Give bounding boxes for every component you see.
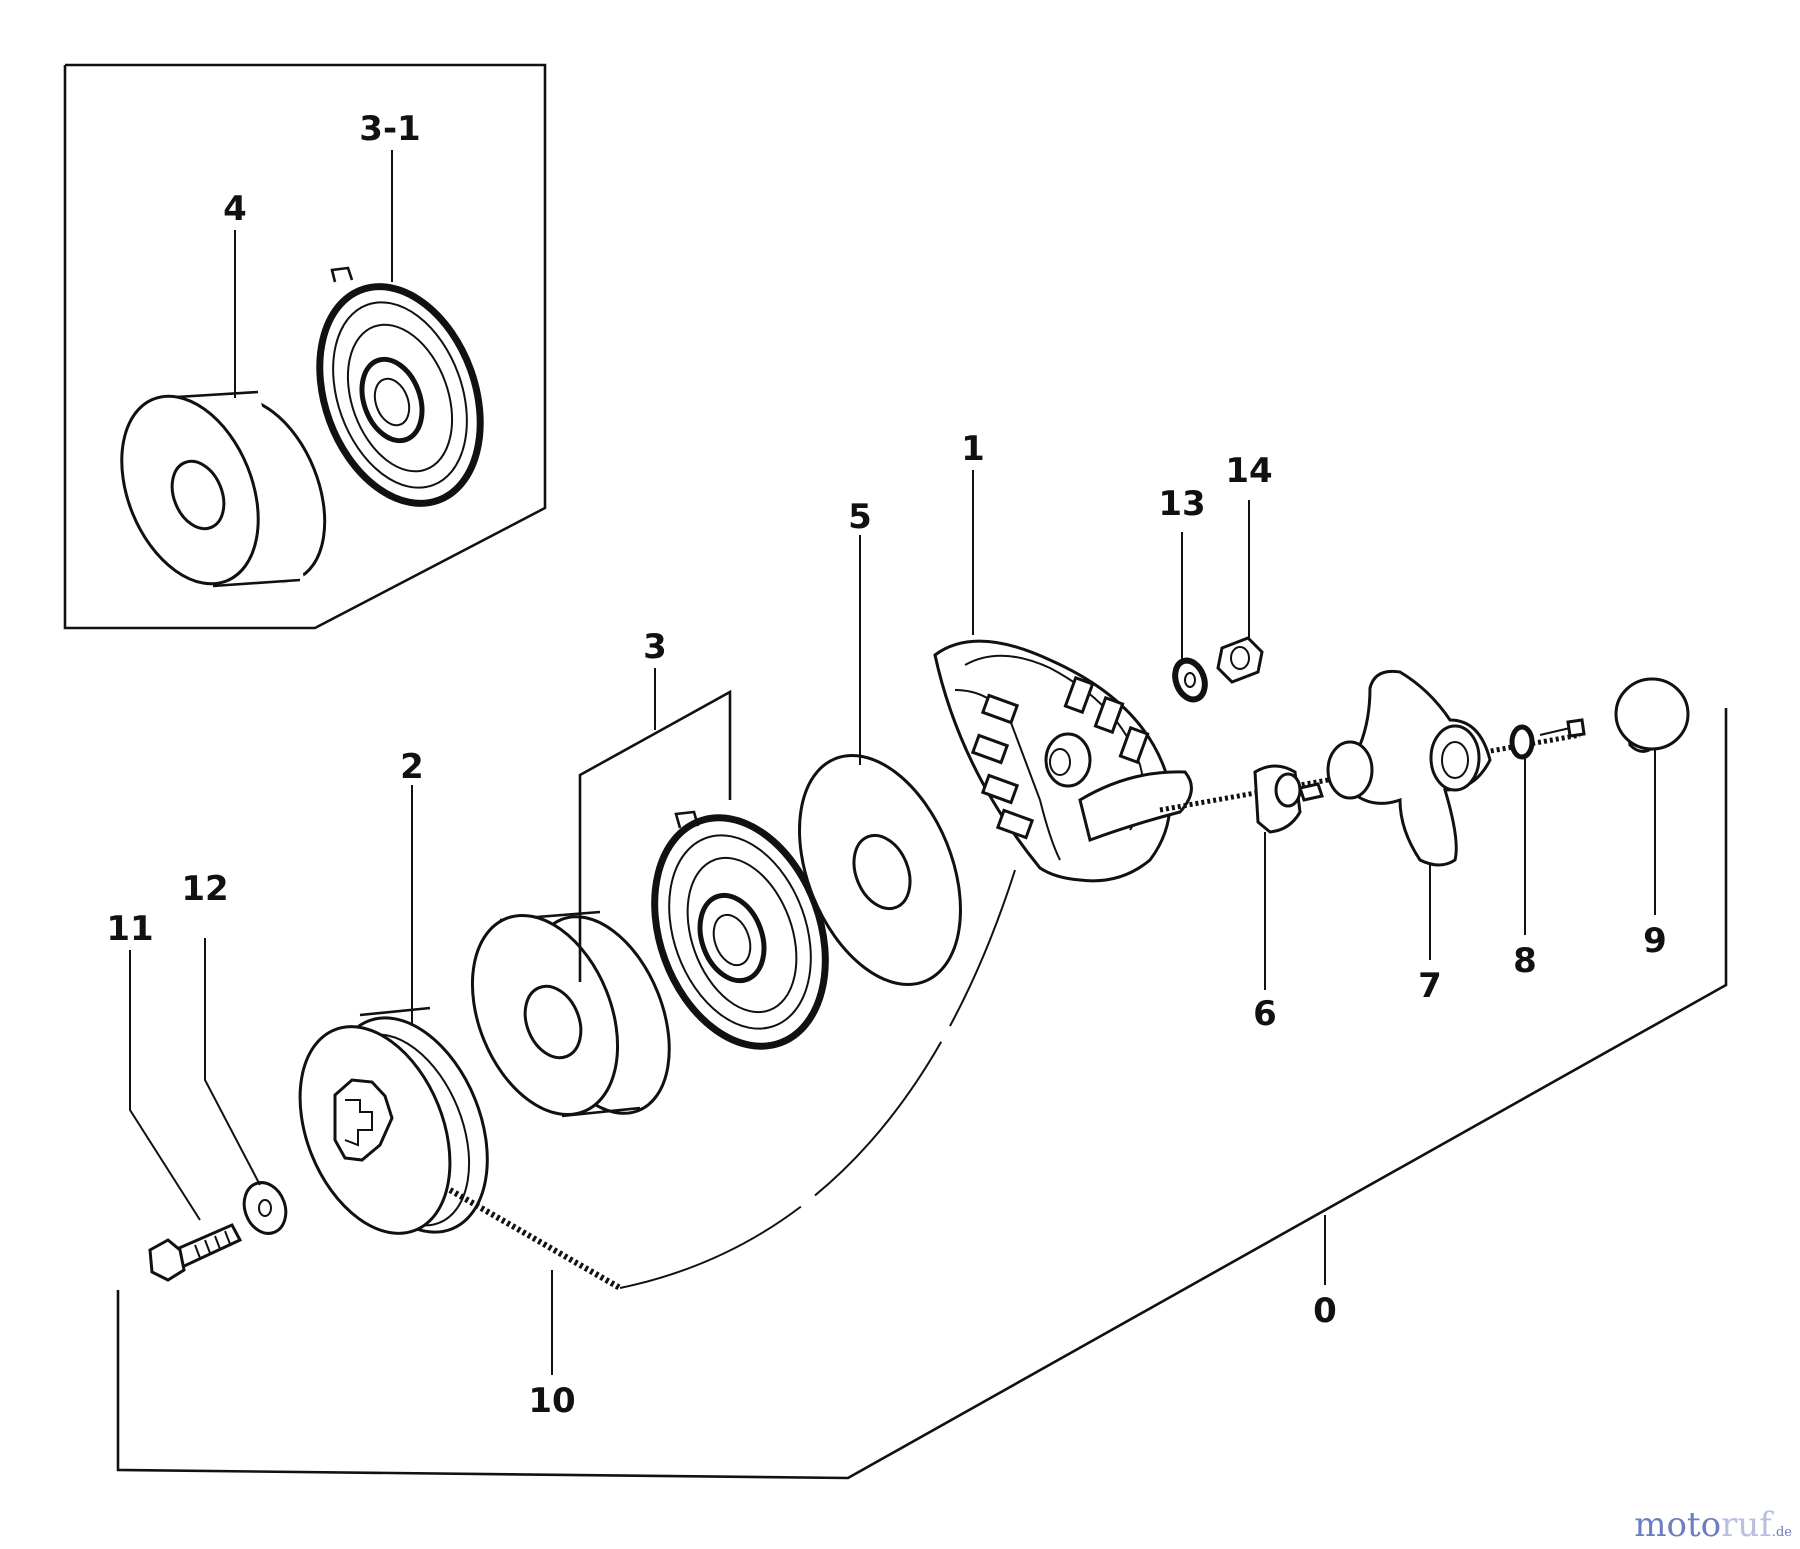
part-11-bolt — [148, 1223, 243, 1282]
part-12-washer — [242, 1181, 288, 1235]
label-part-3: 3 — [643, 627, 667, 667]
part-10-rope — [448, 1187, 622, 1291]
label-part-5: 5 — [848, 497, 872, 537]
label-part-12: 12 — [181, 869, 228, 909]
part-2-pulley — [298, 1006, 489, 1235]
part-3-spring — [651, 810, 829, 1050]
part-5-washer — [798, 754, 962, 986]
label-part-7: 7 — [1418, 966, 1442, 1006]
label-part-3-1: 3-1 — [359, 109, 420, 149]
assembly-bracket — [116, 708, 1728, 1480]
watermark-text-part3: .de — [1771, 1525, 1792, 1540]
leader-12 — [204, 938, 261, 1186]
part-3-1-spring — [316, 266, 484, 507]
label-part-13: 13 — [1158, 484, 1205, 524]
part-7-handle — [1326, 669, 1492, 867]
label-part-6: 6 — [1253, 994, 1277, 1034]
part-13-washer — [1172, 657, 1208, 703]
watermark-text-part2: ruf — [1721, 1505, 1772, 1545]
leader-11 — [129, 950, 201, 1221]
label-part-9: 9 — [1643, 921, 1667, 961]
label-part-8: 8 — [1513, 941, 1537, 981]
part-6-guide — [1253, 764, 1324, 834]
watermark-logo: motoruf.de — [1634, 1505, 1792, 1545]
watermark-text-part1: moto — [1634, 1505, 1722, 1545]
part-9-cap — [1614, 677, 1690, 753]
part-8-washer — [1509, 718, 1586, 760]
part-14-nut — [1216, 636, 1264, 684]
label-part-11: 11 — [106, 909, 153, 949]
part-1-housing — [933, 639, 1193, 883]
label-part-4: 4 — [223, 189, 247, 229]
part-3-bracket — [578, 689, 732, 982]
inset-box — [63, 63, 547, 630]
starter-rope-upper — [1159, 732, 1581, 813]
rope-phantom-line — [619, 869, 1016, 1289]
label-part-14: 14 — [1225, 451, 1272, 491]
label-part-1: 1 — [961, 429, 985, 469]
part-4-disc — [120, 390, 327, 588]
label-part-2: 2 — [400, 747, 424, 787]
label-part-0: 0 — [1313, 1291, 1337, 1331]
label-part-10: 10 — [528, 1381, 575, 1421]
